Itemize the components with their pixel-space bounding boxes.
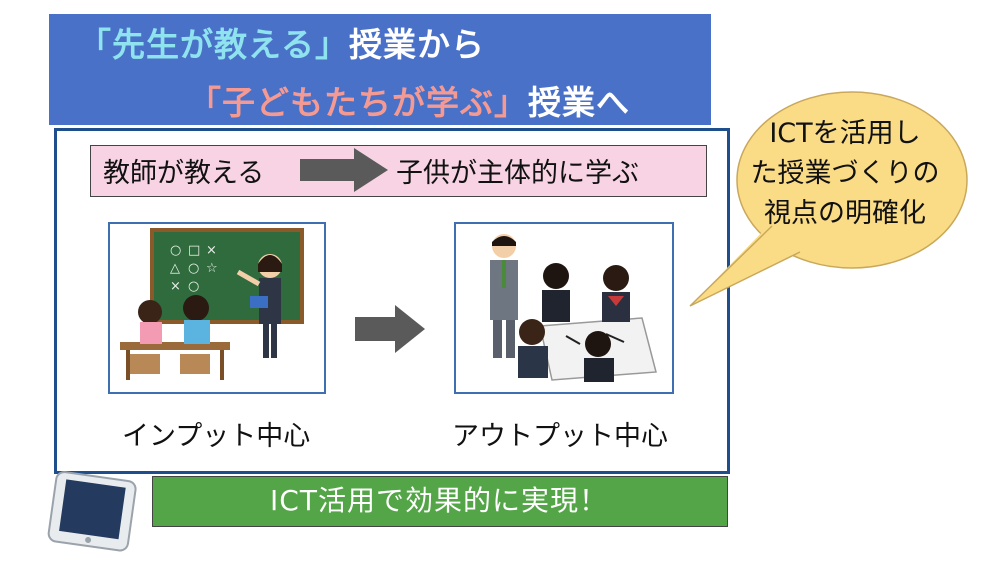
bubble-line: ICTを活用し [769, 118, 921, 149]
classroom-lecture-illustration: ○ □ × △ ○ ☆ × ○ [120, 228, 304, 380]
title-quote-children: 「子どもたちが学ぶ」 [188, 83, 528, 122]
title-line1-rest: 授業から [349, 25, 486, 64]
title-line2-rest: 授業へ [528, 83, 630, 122]
input-centered-caption: インプット中心 [122, 421, 311, 452]
speech-bubble [689, 91, 968, 307]
title-quote-teacher: 「先生が教える」 [78, 25, 350, 64]
bubble-line: た授業づくりの [750, 158, 940, 189]
bubble-text: ICTを活用し た授業づくりの 視点の明確化 [740, 114, 950, 234]
board-symbol: ○ [188, 279, 199, 294]
board-symbol: □ [188, 243, 200, 258]
footer-text: ICT活用で効果的に実現！ [270, 484, 608, 517]
board-symbol: ☆ [206, 261, 218, 276]
board-symbol: ○ [188, 261, 199, 276]
board-symbol: × [170, 279, 181, 294]
board-symbol: × [206, 243, 217, 258]
output-centered-caption: アウトプット中心 [452, 421, 668, 452]
title-banner [49, 14, 711, 125]
discussion-panel [454, 222, 674, 394]
shift-from-label: 教師が教える [103, 158, 265, 189]
lecture-panel: ○ □ × △ ○ ☆ × ○ [108, 222, 326, 394]
title-line-2: 「子どもたちが学ぶ」授業へ [188, 76, 630, 124]
group-discussion-illustration [490, 234, 657, 382]
bubble-line: 視点の明確化 [764, 198, 926, 229]
right-arrow-icon [355, 305, 425, 353]
shift-to-label: 子供が主体的に学ぶ [396, 158, 639, 189]
board-symbol: ○ [170, 243, 181, 258]
title-line-1: 「先生が教える」授業から [78, 18, 485, 66]
tablet-icon [47, 471, 137, 552]
right-arrow-icon [300, 148, 388, 192]
shift-bar [90, 145, 707, 197]
footer-bar [152, 476, 728, 527]
board-symbol: △ [170, 261, 180, 276]
